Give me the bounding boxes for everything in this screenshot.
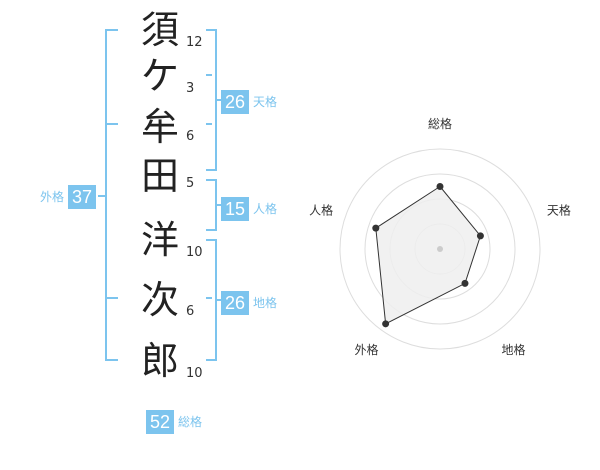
soukaku-badge: 52 総格: [146, 410, 202, 434]
jinkaku-badge: 15 人格: [221, 197, 277, 221]
tenkaku-value: 26: [221, 90, 249, 114]
stroke-count-3: 6: [186, 129, 195, 144]
chikaku-badge: 26 地格: [221, 291, 277, 315]
radar-point: [436, 183, 444, 190]
name-char-1: 須: [140, 8, 179, 52]
name-char-2: ケ: [140, 54, 179, 98]
name-char-5: 洋: [140, 218, 179, 262]
soukaku-value: 52: [146, 410, 174, 434]
stroke-count-2: 3: [186, 81, 195, 96]
radar-axis-label: 総格: [428, 116, 452, 131]
radar-polygon: [375, 185, 481, 325]
stroke-count-5: 10: [186, 245, 203, 260]
radar-center: [437, 246, 443, 252]
name-char-6: 次: [140, 278, 179, 322]
radar-axis-label: 天格: [547, 202, 571, 217]
radar-ring: [339, 148, 541, 350]
gaikaku-value: 37: [68, 185, 97, 209]
radar-point: [476, 232, 484, 240]
jinkaku-label: 人格: [253, 202, 278, 216]
radar-axis-label: 地格: [501, 342, 525, 357]
tenkaku-label: 天格: [253, 95, 278, 109]
stroke-count-7: 10: [186, 366, 203, 381]
name-char-3: 牟: [140, 105, 179, 149]
radar-point: [461, 279, 469, 287]
radar-ring: [364, 173, 516, 325]
name-char-4: 田: [140, 154, 179, 198]
gaikaku-label: 外格: [40, 190, 65, 204]
stroke-count-6: 6: [186, 304, 195, 319]
radar-axis-label: 人格: [309, 202, 333, 217]
radar-points: [372, 183, 484, 328]
stroke-count-4: 5: [186, 176, 195, 191]
name-char-7: 郎: [140, 339, 179, 383]
soukaku-label: 総格: [178, 415, 203, 429]
radar-point: [372, 224, 380, 232]
stroke-count-1: 12: [186, 35, 203, 50]
tenkaku-badge: 26 天格: [221, 90, 277, 114]
radar-axis-label: 外格: [355, 342, 379, 357]
radar-point: [382, 320, 390, 328]
gaikaku-badge: 37 外格: [40, 185, 97, 209]
jinkaku-value: 15: [221, 197, 249, 221]
chikaku-value: 26: [221, 291, 249, 315]
chikaku-label: 地格: [253, 296, 278, 310]
